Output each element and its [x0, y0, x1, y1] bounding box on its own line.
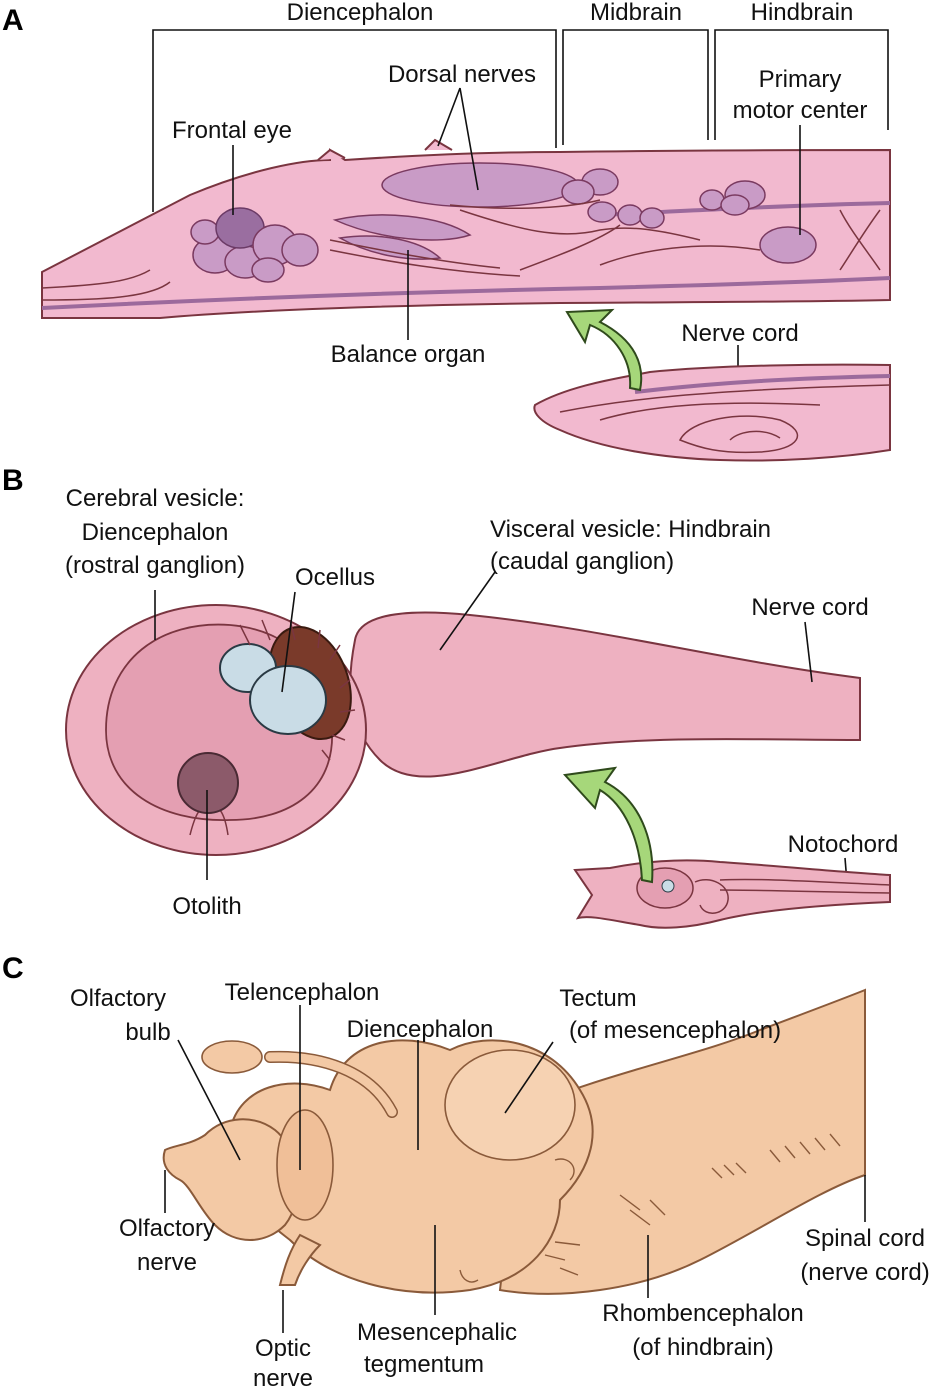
panel-b: B Cerebral vesicle: Diencephalon (rostra… [2, 464, 899, 929]
inset-larva-a [533, 308, 891, 462]
label-mes-teg-line2: tegmentum [364, 1351, 484, 1378]
otolith [177, 752, 239, 814]
nerve-cord-b-leader [804, 621, 813, 683]
snout-line [41, 281, 171, 301]
nerve-roots [459, 1133, 841, 1283]
label-telencephalon: Telencephalon [225, 979, 380, 1006]
label-ocellus: Ocellus [295, 564, 375, 591]
label-frontal-eye: Frontal eye [172, 117, 292, 144]
label-spinal-line1: Spinal cord [805, 1225, 925, 1252]
label-visceral-line2: (caudal ganglion) [490, 548, 674, 575]
label-olfactory-nerve-line1: Olfactory [119, 1215, 215, 1242]
central-ganglia [381, 162, 881, 271]
label-spinal-line2: (nerve cord) [800, 1259, 929, 1286]
balance-organ [329, 214, 521, 277]
dorsal-nerves-leader [437, 87, 479, 191]
label-midbrain: Midbrain [590, 0, 682, 26]
visceral-vesicle [349, 611, 861, 778]
panel-b-letter: B [2, 464, 24, 497]
ocellus-leader [281, 591, 296, 693]
bracket-diencephalon [152, 29, 557, 212]
label-olfactory-bulb-line2: bulb [125, 1019, 170, 1046]
label-balance-organ: Balance organ [331, 341, 486, 368]
label-diencephalon-c: Diencephalon [347, 1016, 494, 1043]
stalk-fill [265, 1052, 397, 1117]
snout-line [41, 269, 151, 289]
label-mes-teg-line1: Mesencephalic [357, 1319, 517, 1346]
label-primary-motor-line1: Primary [759, 66, 842, 93]
label-nerve-cord-b: Nerve cord [751, 594, 868, 621]
frontal-eye [190, 207, 319, 283]
inset-arrow-a [565, 308, 643, 392]
label-tectum-line2: (of mesencephalon) [569, 1017, 781, 1044]
label-rhomb-line1: Rhombencephalon [602, 1300, 803, 1327]
label-cerebral-line1: Cerebral vesicle: [66, 485, 245, 512]
label-primary-motor-line2: motor center [733, 97, 868, 124]
olfactory-bulb-leader [177, 1039, 241, 1161]
label-nerve-cord-a: Nerve cord [681, 320, 798, 347]
label-olfactory-nerve-line2: nerve [137, 1249, 197, 1276]
label-cerebral-line3: (rostral ganglion) [65, 552, 245, 579]
inset-arrow-b [562, 766, 654, 884]
pineal-knob [201, 1040, 263, 1074]
bracket-midbrain [562, 29, 709, 145]
label-cerebral-line2: Diencephalon [82, 519, 229, 546]
panel-c: C [2, 952, 930, 1390]
label-optic-line1: Optic [255, 1335, 311, 1362]
label-diencephalon: Diencephalon [287, 0, 434, 26]
panel-a-letter: A [2, 4, 24, 37]
inset-larva-b [562, 766, 891, 929]
label-otolith: Otolith [172, 893, 241, 920]
bracket-hindbrain [714, 29, 889, 140]
label-dorsal-nerves: Dorsal nerves [388, 61, 536, 88]
telencephalon-lobe [276, 1109, 334, 1221]
label-hindbrain: Hindbrain [751, 0, 854, 26]
panel-c-letter: C [2, 952, 24, 985]
tectum-leader [504, 1041, 554, 1114]
label-notochord: Notochord [788, 831, 899, 858]
ocellus [219, 619, 356, 761]
label-tectum-line1: Tectum [559, 985, 636, 1012]
label-rhomb-line2: (of hindbrain) [632, 1334, 773, 1361]
dorsal-nerve-tab [317, 148, 346, 161]
ventral-cord [41, 276, 891, 310]
label-visceral-line1: Visceral vesicle: Hindbrain [490, 516, 771, 543]
panel-a: A [2, 0, 891, 462]
olfactory-bulb [162, 1118, 299, 1241]
optic-nerve-stub [278, 1233, 322, 1286]
label-olfactory-bulb-line1: Olfactory [70, 985, 166, 1012]
label-optic-line2: nerve [253, 1365, 313, 1390]
visceral-leader [439, 571, 496, 651]
